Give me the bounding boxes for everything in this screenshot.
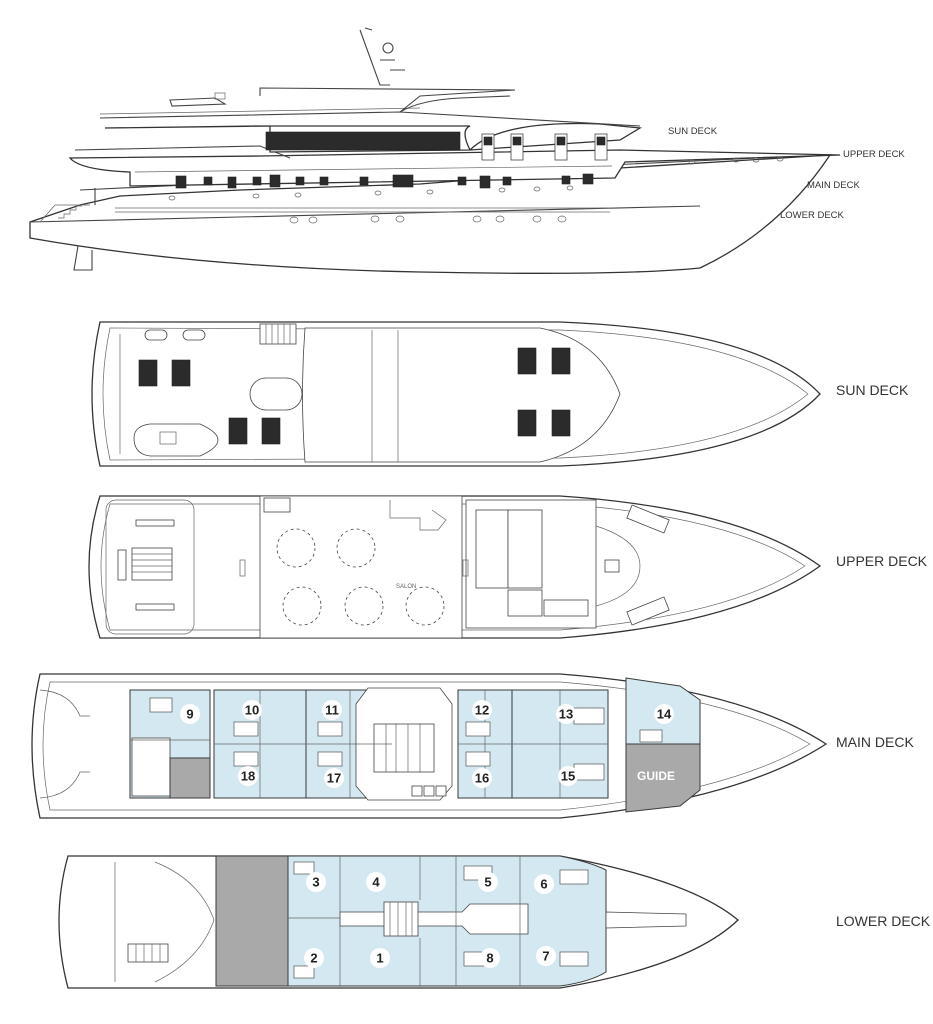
upper-deck-label: UPPER DECK [836,553,928,569]
cabin-3: 3 [312,875,319,890]
cabin-13: 13 [559,707,573,722]
main-deck-beds [149,697,663,781]
cabin-10: 10 [245,703,259,718]
main-deck-cabin-numbers: 9 10 11 12 13 14 18 17 16 15 [180,700,674,788]
lower-deck-label: LOWER DECK [836,913,931,929]
cabin-2: 2 [310,951,317,966]
main-deck-plan: 9 10 11 12 13 14 18 17 16 15 GUIDE MAIN … [31,673,914,819]
cabin-6: 6 [540,877,547,892]
cabin-14: 14 [657,707,672,722]
cabin-18: 18 [241,769,255,784]
side-mast [359,27,405,86]
cabin-15: 15 [561,769,575,784]
cabin-11: 11 [325,703,339,718]
side-upper-doors [481,133,608,161]
side-profile: SUN DECK UPPER DECK MAIN DECK LOWER DECK [29,27,905,274]
cabin-8: 8 [486,951,493,966]
side-label-main: MAIN DECK [807,180,860,191]
sun-deck-loungers [138,347,571,445]
salon-tables [276,528,445,626]
guide-cabin-label: GUIDE [637,769,675,783]
side-portholes [168,156,784,224]
cabin-16: 16 [475,771,489,786]
upper-deck-plan: SALON UPPER DECK [88,495,928,639]
cabin-17: 17 [327,771,341,786]
side-window-band [265,131,461,151]
cabin-5: 5 [484,875,491,890]
salon-label: SALON [396,584,416,590]
cabin-7: 7 [542,949,549,964]
lower-deck-cabin-numbers: 3 4 5 6 2 1 8 7 [304,872,556,968]
main-deck-label: MAIN DECK [836,734,914,750]
side-label-sun: SUN DECK [668,126,718,137]
sun-deck-plan: SUN DECK [91,321,909,467]
cabin-1: 1 [376,951,383,966]
side-label-upper: UPPER DECK [843,149,905,160]
lower-deck-plan: 3 4 5 6 2 1 8 7 LOWER DECK [58,855,931,989]
side-hull [29,154,832,274]
side-label-lower: LOWER DECK [780,210,845,221]
cabin-4: 4 [372,875,380,890]
lower-deck-crew-area [215,855,289,987]
cabin-9: 9 [186,707,193,722]
cabin-12: 12 [475,703,489,718]
sun-deck-label: SUN DECK [836,382,909,398]
side-main-windows [175,173,594,189]
